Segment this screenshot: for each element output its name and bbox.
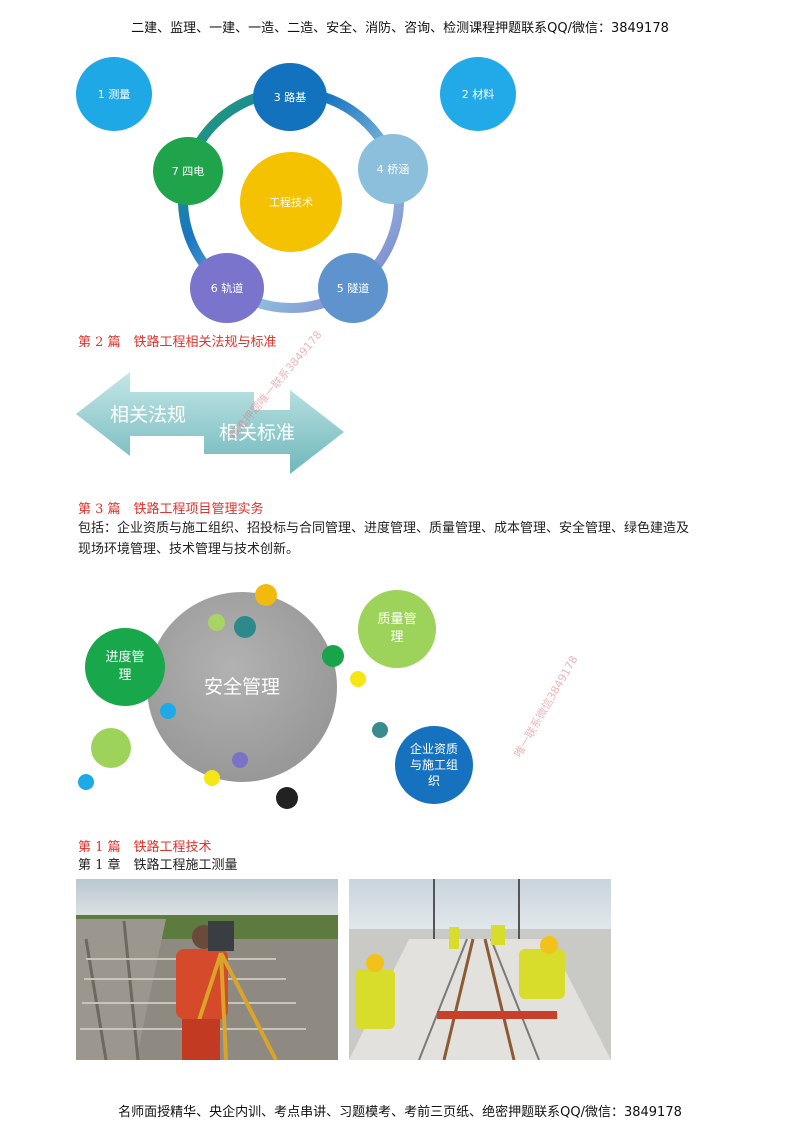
node-subgrade: 3 路基 xyxy=(253,63,327,131)
arrow-label-standards: 相关标准 xyxy=(219,422,296,444)
dot-black-1 xyxy=(276,787,298,809)
section3-body-line2: 现场环境管理、技术管理与技术创新。 xyxy=(78,542,300,557)
dot-teal-2 xyxy=(372,722,388,738)
dot-blue-1 xyxy=(160,703,176,719)
dot-yellow-2 xyxy=(350,671,366,687)
dot-blue-2 xyxy=(78,774,94,790)
section1-title: 第 1 篇 铁路工程技术 xyxy=(78,840,212,855)
watermark-2: 唯一联系微信3849178 xyxy=(511,653,581,760)
dot-yellow-3 xyxy=(204,770,220,786)
center-engineering-tech: 工程技术 xyxy=(240,152,342,252)
arrow-label-laws: 相关法规 xyxy=(110,404,187,426)
bubble-company-qualification: 企业资质与施工组织 xyxy=(395,726,473,804)
dot-green-2 xyxy=(322,645,344,667)
dot-green-3 xyxy=(91,728,131,768)
photo-track-construction xyxy=(349,879,611,1060)
node-track: 6 轨道 xyxy=(190,253,264,323)
bubble-progress-management: 进度管理 xyxy=(85,628,165,706)
photo-track-illustration xyxy=(349,879,611,1060)
double-arrow-graphic xyxy=(76,372,344,474)
photo-railway-survey xyxy=(76,879,338,1060)
node-materials: 2 材料 xyxy=(440,57,516,131)
section3-body: 包括：企业资质与施工组织、招投标与合同管理、进度管理、质量管理、成本管理、安全管… xyxy=(78,518,758,560)
node-tunnel: 5 隧道 xyxy=(318,253,388,323)
page-header: 二建、监理、一建、一造、二造、安全、消防、咨询、检测课程押题联系QQ/微信：38… xyxy=(131,21,669,36)
node-four-electric: 7 四电 xyxy=(153,137,223,205)
chapter1-title: 第 1 章 铁路工程施工测量 xyxy=(78,858,238,873)
section3-title: 第 3 篇 铁路工程项目管理实务 xyxy=(78,502,264,517)
bubble-quality-management: 质量管理 xyxy=(358,590,436,668)
section2-title: 第 2 篇 铁路工程相关法规与标准 xyxy=(78,335,277,350)
dot-purple-1 xyxy=(232,752,248,768)
dot-teal-1 xyxy=(234,616,256,638)
node-bridge-culvert: 4 桥涵 xyxy=(358,134,428,204)
photo-survey-illustration xyxy=(76,879,338,1060)
section3-body-line1: 包括：企业资质与施工组织、招投标与合同管理、进度管理、质量管理、成本管理、安全管… xyxy=(78,521,690,536)
dot-yellow-1 xyxy=(255,584,277,606)
node-survey: 1 测量 xyxy=(76,57,152,131)
page-footer: 名师面授精华、央企内训、考点串讲、习题模考、考前三页纸、绝密押题联系QQ/微信：… xyxy=(118,1105,682,1120)
dot-green-1 xyxy=(208,614,225,631)
